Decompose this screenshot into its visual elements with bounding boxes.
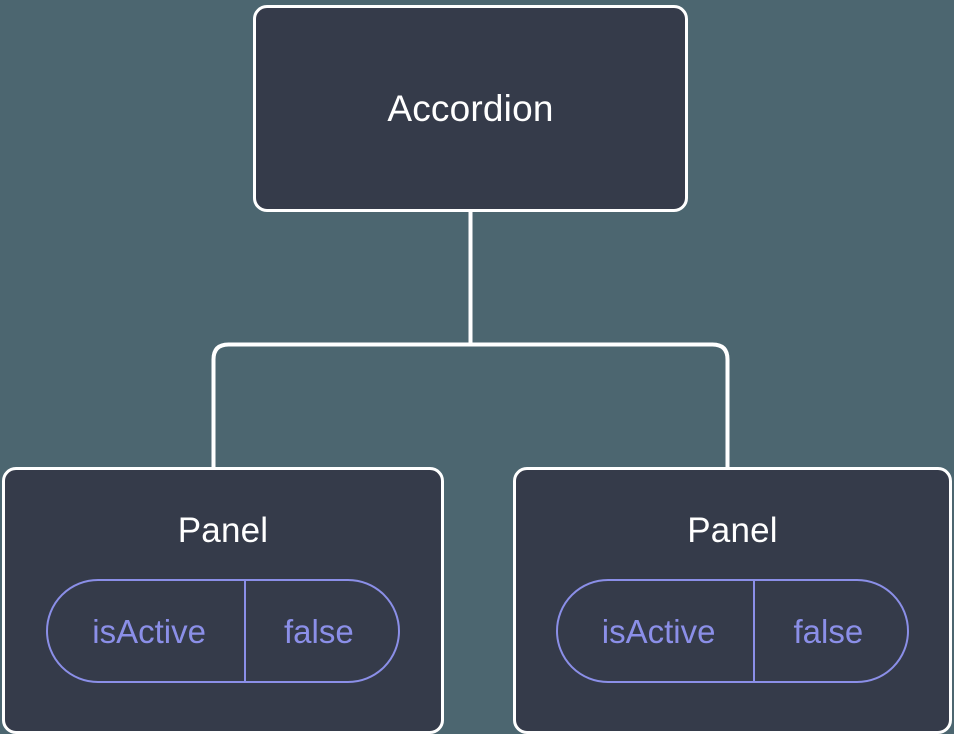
edge-branch-bus <box>211 342 730 469</box>
prop-key-left: isActive <box>92 612 206 650</box>
node-panel-right[interactable]: Panel isActive false <box>513 467 952 734</box>
node-panel-right-label: Panel <box>687 511 778 550</box>
node-accordion-label: Accordion <box>387 88 554 129</box>
prop-value-left: false <box>243 581 398 681</box>
prop-value-right: false <box>753 581 907 681</box>
node-accordion[interactable]: Accordion <box>253 5 688 212</box>
prop-key-right: isActive <box>601 612 716 650</box>
prop-badge-left[interactable]: isActive false <box>46 579 400 683</box>
node-panel-left-label: Panel <box>177 511 269 550</box>
node-panel-left[interactable]: Panel isActive false <box>2 467 444 734</box>
prop-badge-right[interactable]: isActive false <box>555 579 910 683</box>
